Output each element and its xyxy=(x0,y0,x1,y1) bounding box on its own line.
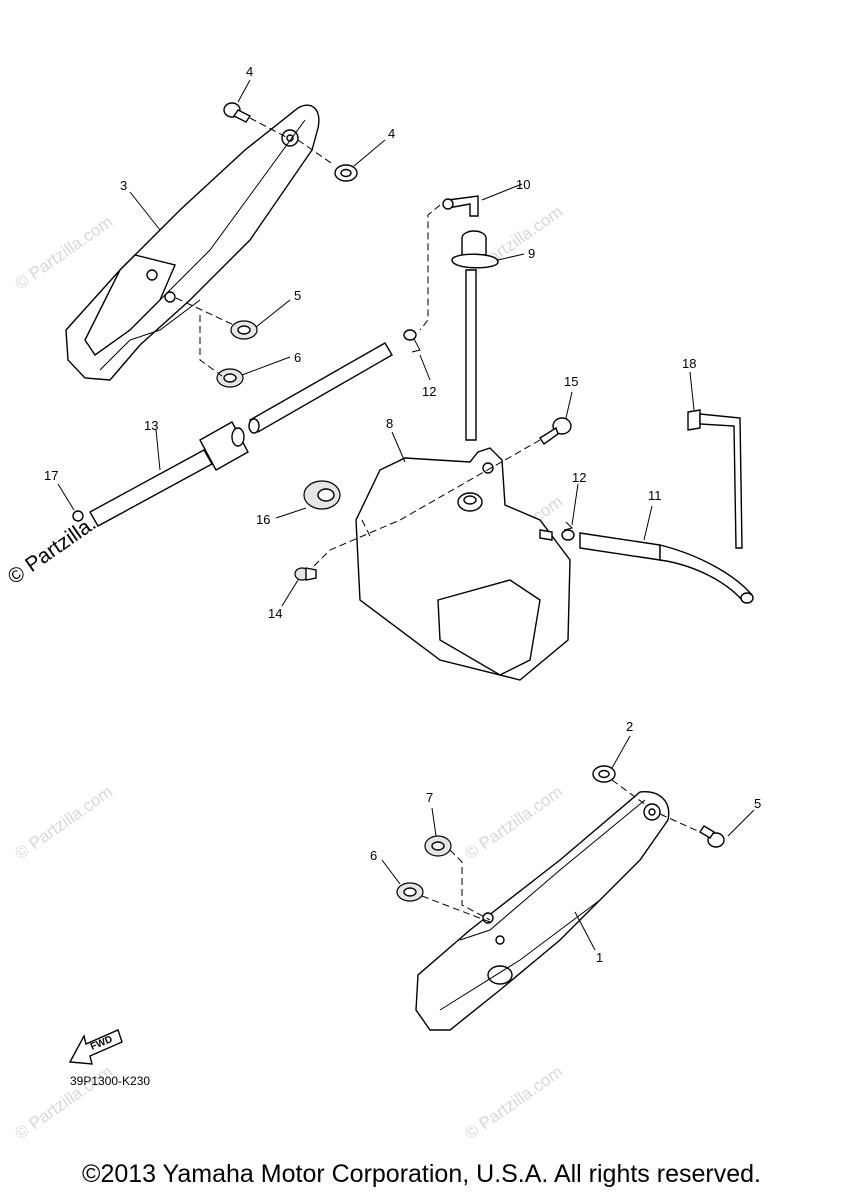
callout-3: 3 xyxy=(120,178,127,193)
part-14-grommet[interactable] xyxy=(294,567,317,581)
callout-18: 18 xyxy=(682,356,696,371)
callout-16: 16 xyxy=(256,512,270,527)
callout-labels: 4 4 3 5 6 10 9 12 13 8 15 18 12 11 17 16… xyxy=(44,64,761,965)
watermark-text: © Partzilla.com xyxy=(11,212,116,293)
part-17-clip[interactable] xyxy=(72,510,84,522)
part-16-grommet[interactable] xyxy=(303,480,341,510)
callout-8: 8 xyxy=(386,416,393,431)
callout-4: 4 xyxy=(388,126,395,141)
part-11-hose[interactable] xyxy=(539,529,754,604)
callout-1: 1 xyxy=(596,950,603,965)
part-6-grommet[interactable] xyxy=(396,882,424,902)
part-3-side-cover[interactable] xyxy=(65,104,320,381)
part-12-clip-lower[interactable] xyxy=(561,521,575,541)
callout-12: 12 xyxy=(572,470,586,485)
watermark-text: © Partzilla.com xyxy=(461,1062,566,1143)
part-18-bracket[interactable] xyxy=(687,409,743,549)
callout-6: 5 xyxy=(294,288,301,303)
part-2-washer[interactable] xyxy=(592,765,616,783)
part-4-washer[interactable] xyxy=(334,164,358,182)
callout-14: 14 xyxy=(268,606,282,621)
part-9-cap-dipstick[interactable] xyxy=(451,230,499,441)
callout-12: 12 xyxy=(422,384,436,399)
callout-7: 7 xyxy=(426,790,433,805)
fwd-arrow-icon: FWD xyxy=(68,1029,123,1065)
callout-10: 10 xyxy=(516,177,530,192)
callout-13: 13 xyxy=(144,418,158,433)
part-5-bolt-upper[interactable] xyxy=(223,102,252,123)
part-6-grommet[interactable] xyxy=(230,320,258,340)
callout-6: 6 xyxy=(370,848,377,863)
part-15-bolt[interactable] xyxy=(539,417,572,445)
part-5-bolt-lower[interactable] xyxy=(699,825,725,848)
part-6-grommet[interactable] xyxy=(216,368,244,388)
callout-2: 2 xyxy=(626,719,633,734)
callout-9: 9 xyxy=(528,246,535,261)
callout-5: 4 xyxy=(246,64,253,79)
part-7-grommet[interactable] xyxy=(424,835,452,857)
callout-5: 5 xyxy=(754,796,761,811)
callout-15: 15 xyxy=(564,374,578,389)
part-8-oil-tank[interactable] xyxy=(355,447,571,681)
leader-lines xyxy=(57,79,755,951)
part-1-side-cover[interactable] xyxy=(415,791,670,1031)
diagram-code: 39P1300-K230 xyxy=(70,1074,151,1088)
part-13-hose[interactable] xyxy=(89,342,393,527)
watermark-text: © Partzilla.com xyxy=(461,782,566,863)
part-12-clip-upper[interactable] xyxy=(403,329,421,353)
callout-11: 11 xyxy=(648,488,662,503)
callout-6: 6 xyxy=(294,350,301,365)
callout-17: 17 xyxy=(44,468,58,483)
copyright-notice: ©2013 Yamaha Motor Corporation, U.S.A. A… xyxy=(82,1160,761,1188)
watermark-text: © Partzilla.com xyxy=(11,782,116,863)
part-10-elbow[interactable] xyxy=(442,195,479,217)
